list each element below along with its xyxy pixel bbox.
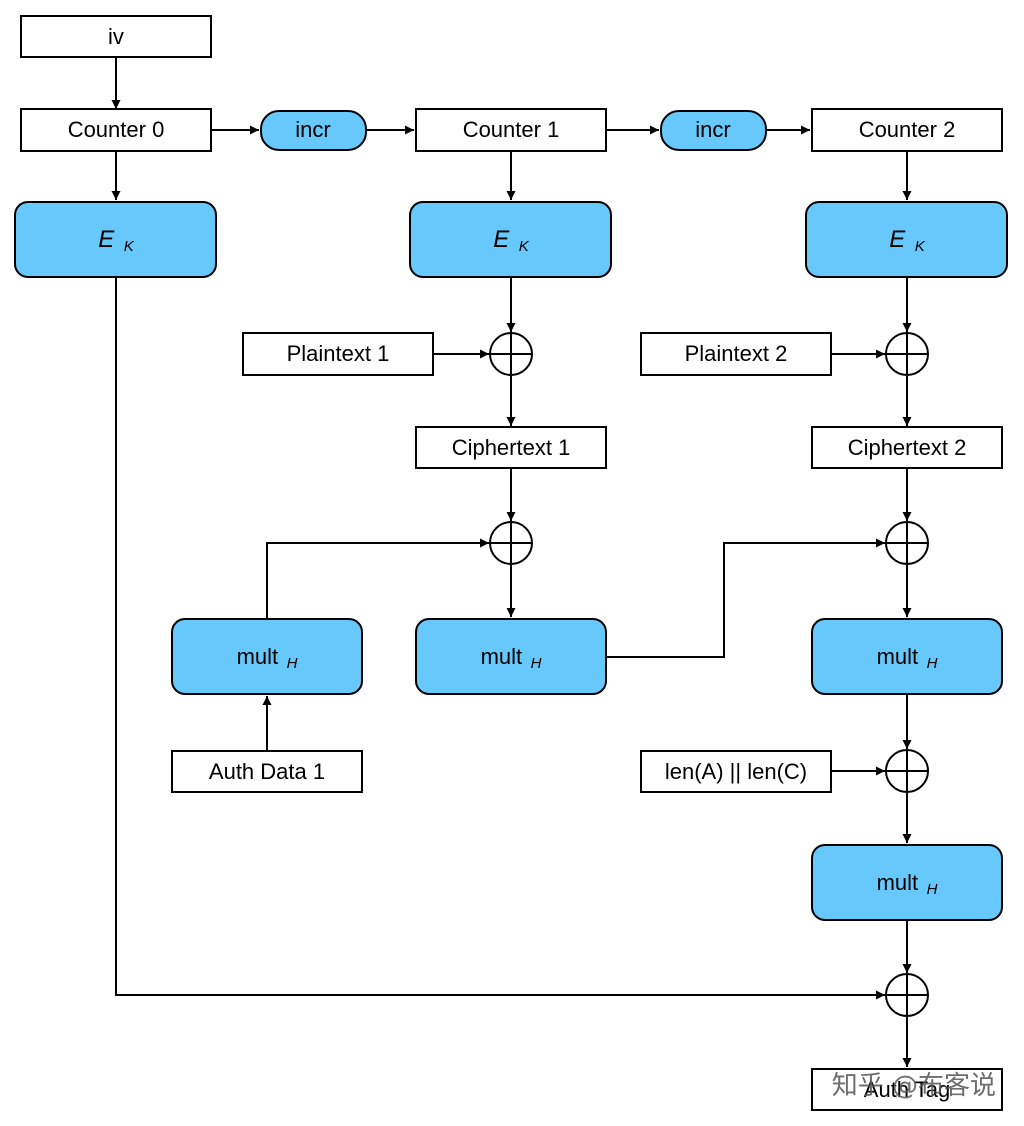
lengths-label: len(A) || len(C): [665, 759, 807, 784]
incr-label-1: incr: [295, 117, 330, 142]
arrow-ek0-final-xor: [115, 277, 885, 1000]
encrypt-block-0: E K: [14, 201, 217, 278]
encrypt-label-0: E: [98, 226, 115, 253]
plaintext-2-label: Plaintext 2: [685, 341, 788, 366]
lengths-node: len(A) || len(C): [640, 750, 832, 793]
svg-text:mult H: mult H: [877, 644, 938, 672]
counter-2-label: Counter 2: [859, 117, 956, 142]
plaintext-2-node: Plaintext 2: [640, 332, 832, 376]
mult-block-1: mult H: [415, 618, 607, 695]
svg-text:mult H: mult H: [237, 644, 298, 672]
ciphertext-1-label: Ciphertext 1: [452, 435, 571, 460]
encrypt-subscript-0: K: [124, 238, 135, 255]
xor-ghash-1: [489, 521, 533, 565]
encrypt-label-2: E: [889, 226, 906, 253]
mult-subscript-3: H: [927, 881, 938, 898]
encrypt-block-1: E K: [409, 201, 612, 278]
encrypt-subscript-1: K: [519, 238, 530, 255]
mult-label-1: mult: [481, 644, 523, 669]
mult-label-3: mult: [877, 870, 919, 895]
encrypt-subscript-2: K: [915, 238, 926, 255]
incr-label-2: incr: [695, 117, 730, 142]
connectors: [111, 57, 912, 1067]
encrypt-block-2: E K: [805, 201, 1008, 278]
mult-block-3: mult H: [811, 844, 1003, 921]
mult-block-2: mult H: [811, 618, 1003, 695]
mult-label-2: mult: [877, 644, 919, 669]
mult-subscript-auth: H: [287, 655, 298, 672]
svg-text:E K: E K: [98, 226, 134, 255]
svg-text:mult H: mult H: [877, 870, 938, 898]
auth-data-label: Auth Data 1: [209, 759, 325, 784]
encrypt-label-1: E: [493, 226, 510, 253]
svg-text:mult H: mult H: [481, 644, 542, 672]
counter-2-node: Counter 2: [811, 108, 1003, 152]
plaintext-1-label: Plaintext 1: [287, 341, 390, 366]
ciphertext-2-label: Ciphertext 2: [848, 435, 967, 460]
counter-1-node: Counter 1: [415, 108, 607, 152]
iv-label: iv: [108, 24, 124, 49]
xor-lengths: [885, 749, 929, 793]
xor-final: [885, 973, 929, 1017]
counter-0-label: Counter 0: [68, 117, 165, 142]
ciphertext-1-node: Ciphertext 1: [415, 426, 607, 469]
iv-node: iv: [20, 15, 212, 58]
svg-text:E K: E K: [493, 226, 529, 255]
auth-tag-node: Auth Tag: [811, 1068, 1003, 1111]
xor-plaintext-2: [885, 332, 929, 376]
auth-data-node: Auth Data 1: [171, 750, 363, 793]
incr-node-1: incr: [260, 110, 367, 151]
watermark: 知乎 @布客说: [832, 1071, 996, 1101]
counter-1-label: Counter 1: [463, 117, 560, 142]
mult-subscript-1: H: [531, 655, 542, 672]
mult-block-auth: mult H: [171, 618, 363, 695]
svg-text:E K: E K: [889, 226, 925, 255]
mult-subscript-2: H: [927, 655, 938, 672]
xor-ghash-2: [885, 521, 929, 565]
ciphertext-2-node: Ciphertext 2: [811, 426, 1003, 469]
arrow-multh-auth-xor: [266, 538, 489, 618]
auth-tag-label: Auth Tag: [864, 1077, 950, 1102]
arrow-multh1-xor: [606, 538, 885, 658]
counter-0-node: Counter 0: [20, 108, 212, 152]
mult-label-auth: mult: [237, 644, 279, 669]
incr-node-2: incr: [660, 110, 767, 151]
plaintext-1-node: Plaintext 1: [242, 332, 434, 376]
xor-plaintext-1: [489, 332, 533, 376]
